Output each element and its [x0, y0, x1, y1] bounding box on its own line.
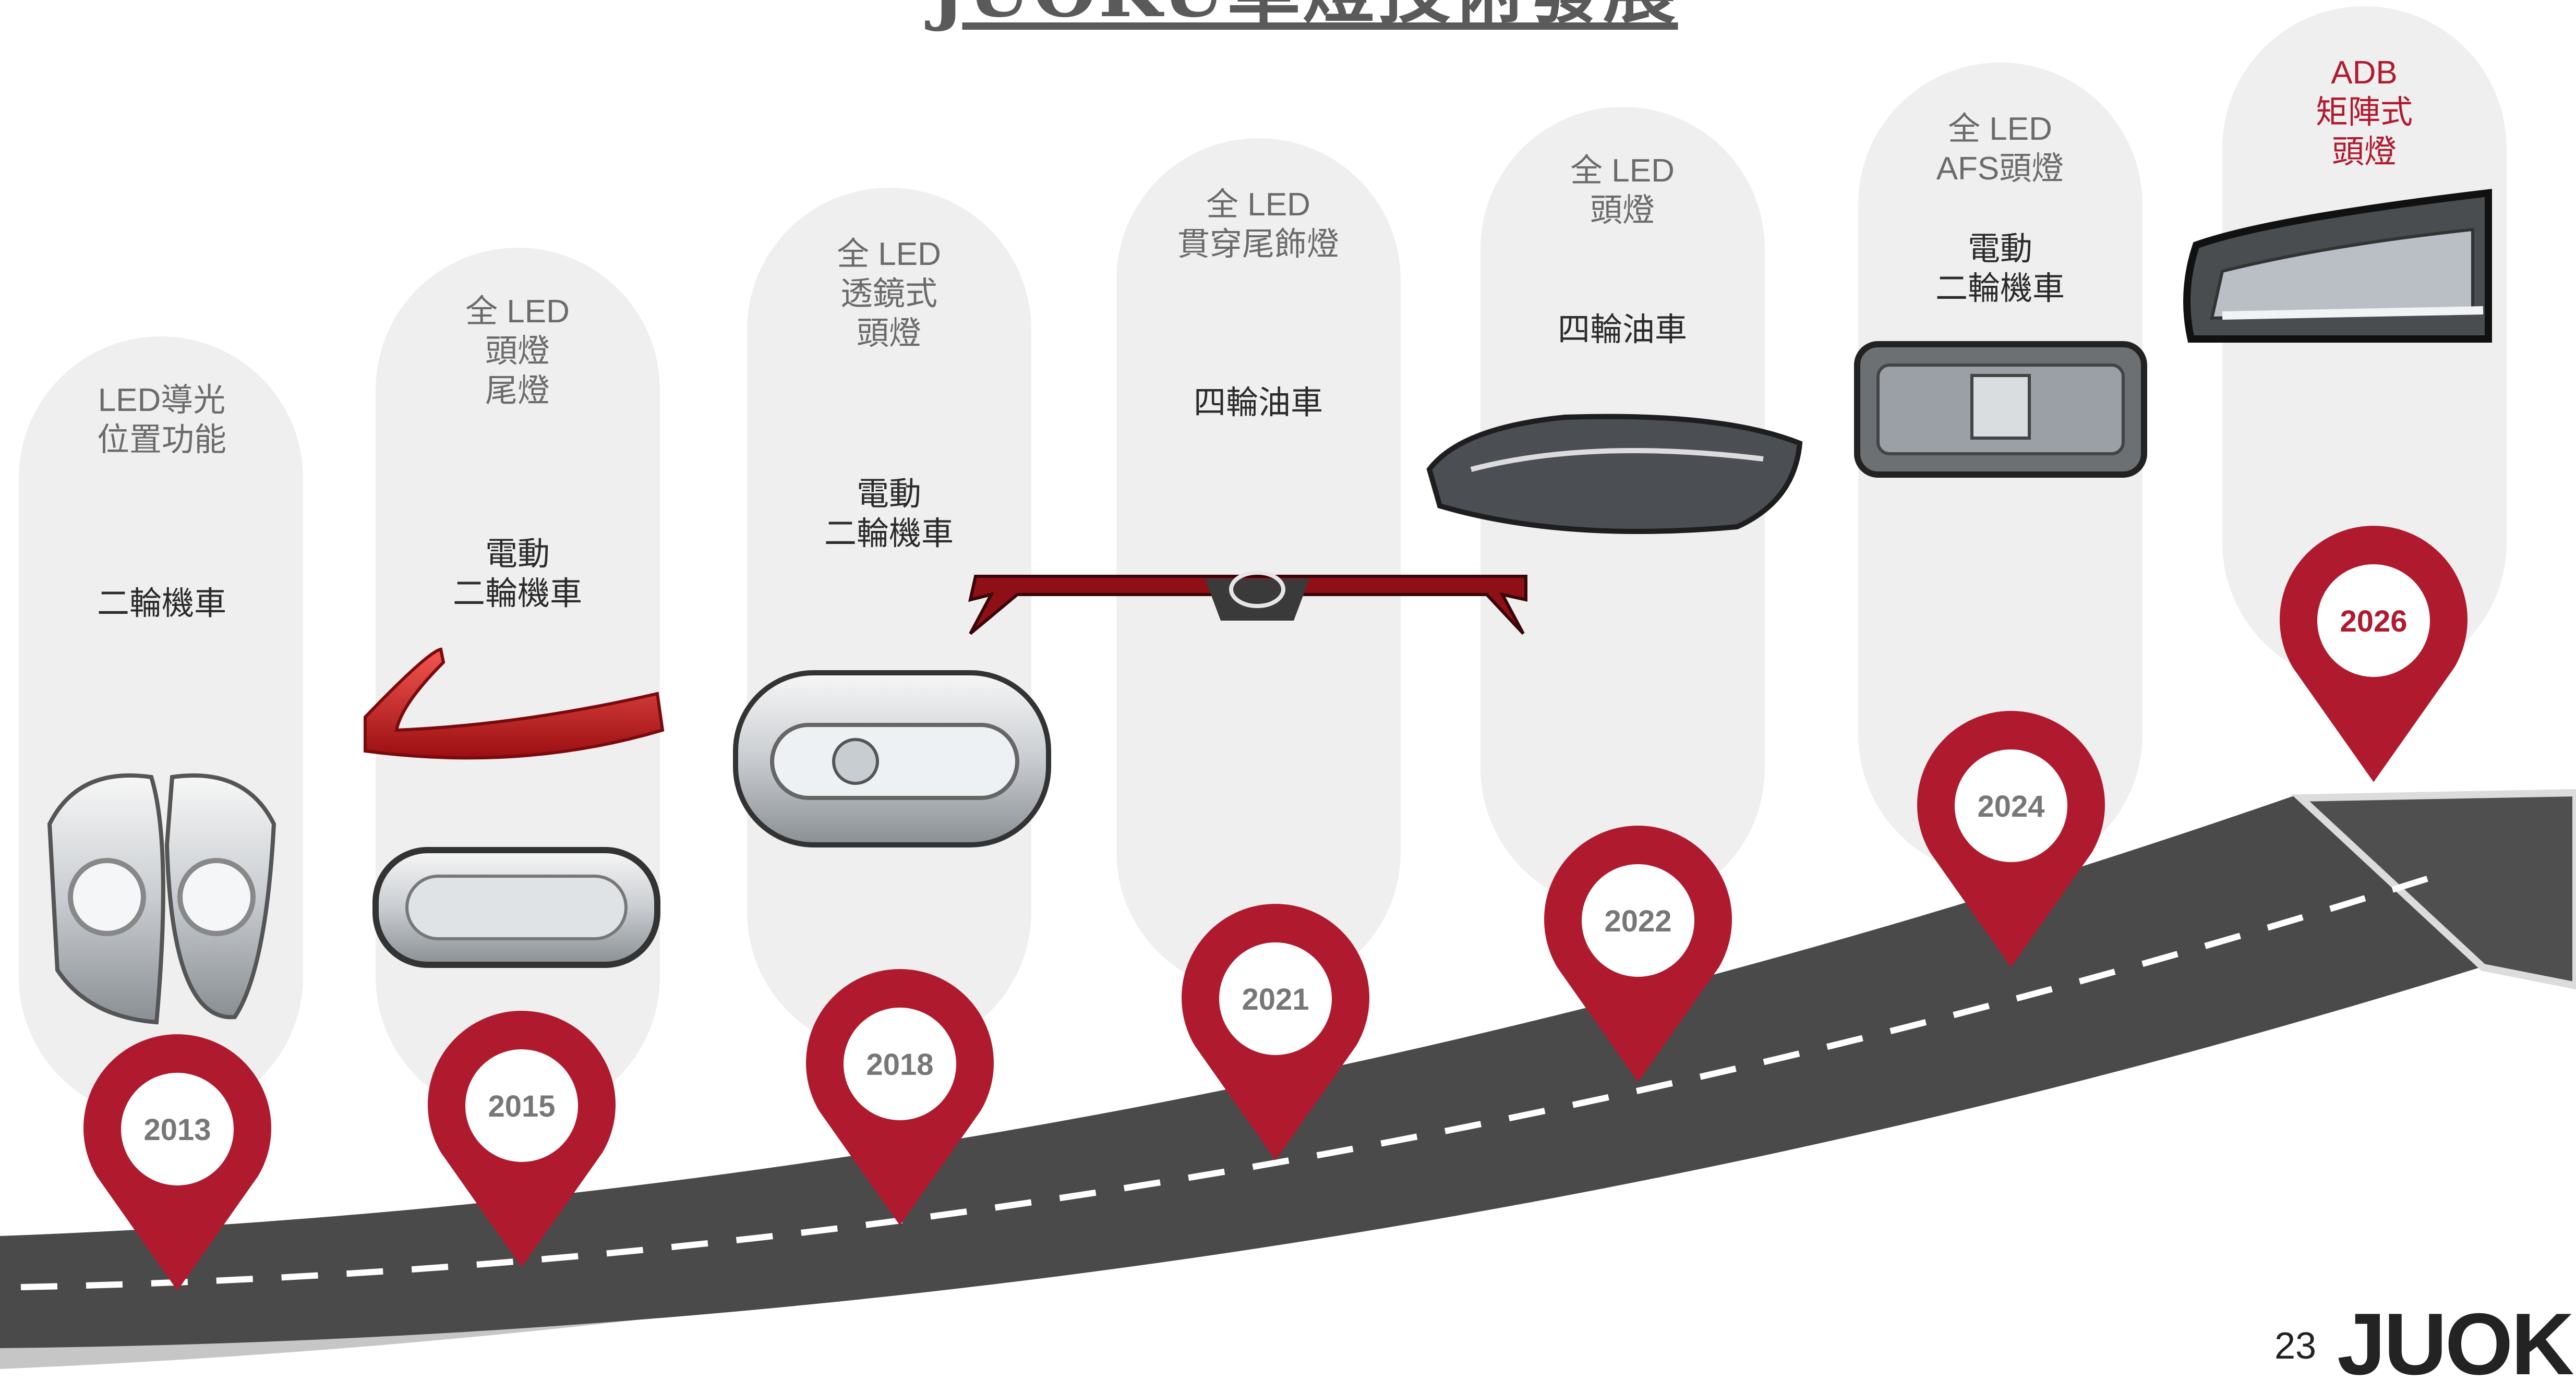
product-image-2013	[47, 773, 276, 1025]
slide-title: JUOKU車燈技術發展	[835, 0, 1774, 30]
product-image-2015	[364, 647, 665, 968]
milestone-vehicle-2015: 電動 二輪機車	[452, 536, 582, 612]
milestone-vehicle-2021: 四輪油車	[1193, 385, 1323, 421]
milestone-card-2021	[1116, 138, 1401, 994]
milestone-tech-2013: LED導光 位置功能	[97, 382, 226, 458]
milestone-tech-2026: ADB 矩陣式 頭燈	[2315, 55, 2413, 170]
product-image-2026	[2183, 189, 2492, 343]
milestone-vehicle-2022: 四輪油車	[1557, 312, 1687, 348]
milestone-tech-2022: 全 LED 頭燈	[1570, 153, 1675, 228]
company-logo: JUOKU	[2337, 1295, 2576, 1393]
product-image-2024	[1854, 341, 2147, 478]
milestone-vehicle-2018: 電動 二輪機車	[824, 476, 954, 552]
milestone-tech-2015: 全 LED 頭燈 尾燈	[465, 294, 570, 409]
milestone-vehicle-2024: 電動 二輪機車	[1935, 231, 2065, 307]
product-image-2022	[1426, 414, 1803, 534]
product-image-2018	[733, 670, 1051, 847]
product-image-2021	[968, 571, 1527, 635]
milestone-vehicle-2013: 二輪機車	[97, 586, 226, 622]
road-arrow	[2291, 789, 2576, 990]
milestone-tech-2018: 全 LED 透鏡式 頭燈	[837, 236, 941, 352]
milestone-tech-2021: 全 LED 貫穿尾飾燈	[1177, 187, 1339, 262]
page-number: 23	[2274, 1325, 2317, 1367]
milestone-tech-2024: 全 LED AFS頭燈	[1936, 111, 2064, 187]
